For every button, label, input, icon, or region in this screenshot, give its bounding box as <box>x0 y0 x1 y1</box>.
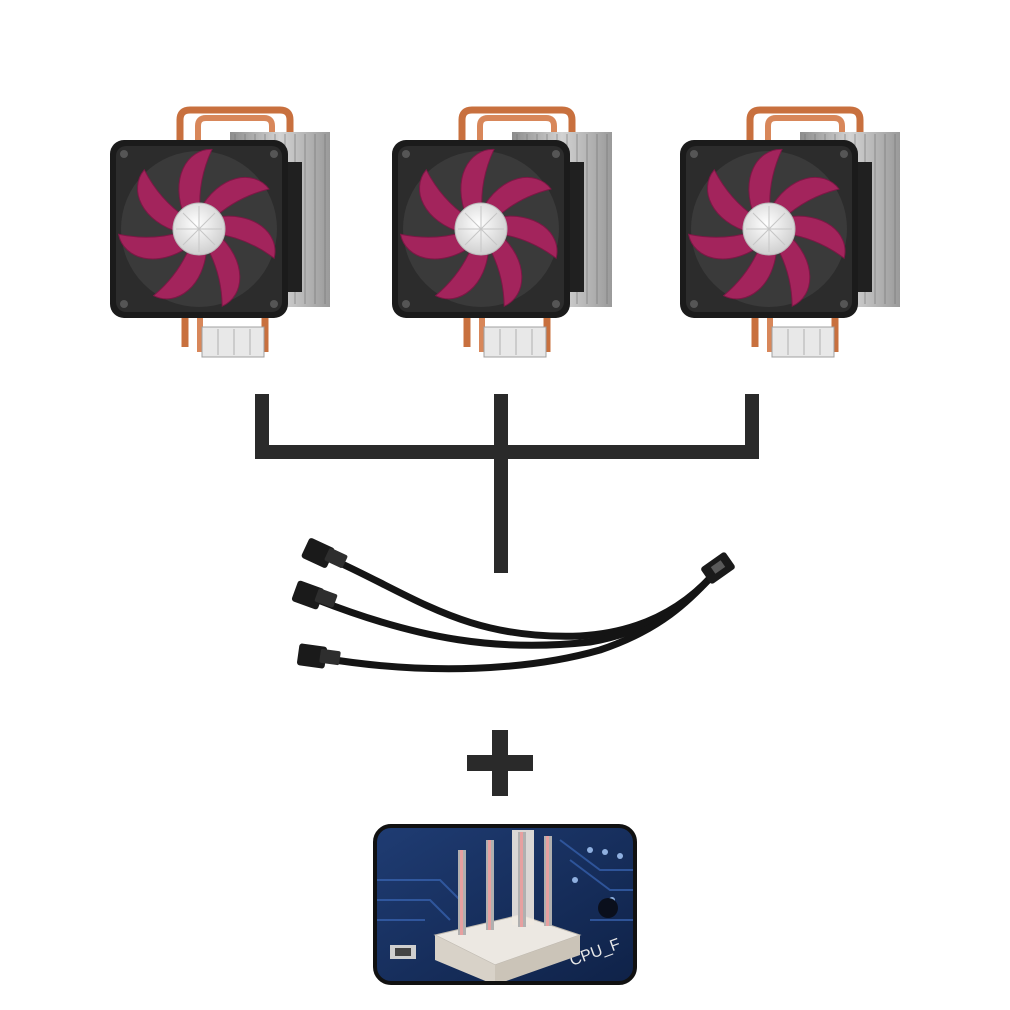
motherboard-plug <box>701 552 735 584</box>
header-pins <box>458 832 552 935</box>
fan-splitter-cable <box>291 538 735 673</box>
fan-plug-3 <box>296 643 341 669</box>
cpu-cooler-1 <box>110 110 330 357</box>
cpu-cooler-3 <box>680 110 900 357</box>
cpu-cooler-2 <box>392 110 612 357</box>
fan-plug-1 <box>301 538 348 568</box>
motherboard-fan-header: CPU_F <box>373 824 637 985</box>
plus-sign <box>467 730 533 796</box>
branch-connector <box>255 394 759 573</box>
fan-plug-2 <box>291 580 338 610</box>
